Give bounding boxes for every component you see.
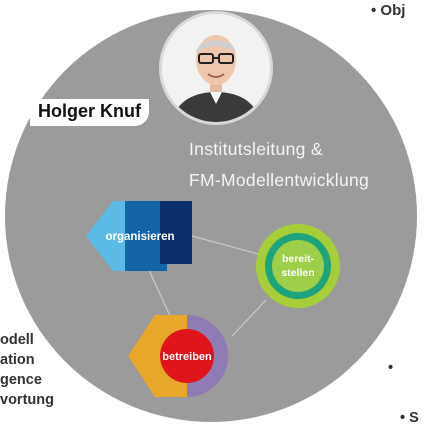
right-text-bottom: • S <box>400 410 419 426</box>
organisieren-dark-block <box>160 201 192 264</box>
bereitstellen-label-line1: bereit- <box>282 253 315 265</box>
connector-organisieren-bereitstellen <box>191 235 263 256</box>
bereitstellen-shape: bereit- stellen <box>256 224 340 308</box>
connector-betreiben-bereitstellen <box>231 299 267 337</box>
betreiben-label: betreiben <box>162 351 212 363</box>
person-role-line2: FM-Modellentwicklung <box>189 170 370 190</box>
right-bullet-2: • <box>388 360 394 376</box>
connector-organisieren-betreiben <box>147 267 173 321</box>
left-text-line4: vortung <box>0 392 54 408</box>
person-role-line1: Institutsleitung & <box>189 139 323 159</box>
person-name: Holger Knuf <box>30 99 149 126</box>
right-bullet-1: • <box>388 50 394 66</box>
organisieren-shape: organisieren <box>86 201 192 271</box>
bereitstellen-inner-disc <box>272 240 324 292</box>
betreiben-red-core <box>160 329 214 383</box>
organisieren-label: organisieren <box>105 231 174 243</box>
left-text-line3: gence <box>0 372 42 388</box>
left-text-line1: odell <box>0 332 34 348</box>
bereitstellen-label-line2: stellen <box>281 267 314 279</box>
cycle-connectors <box>147 235 267 337</box>
left-text-line2: ation <box>0 352 35 368</box>
profile-photo <box>162 14 270 122</box>
betreiben-shape: betreiben <box>128 315 228 397</box>
right-text-top: • Obj <box>371 2 406 19</box>
person-portrait-icon <box>162 14 270 122</box>
